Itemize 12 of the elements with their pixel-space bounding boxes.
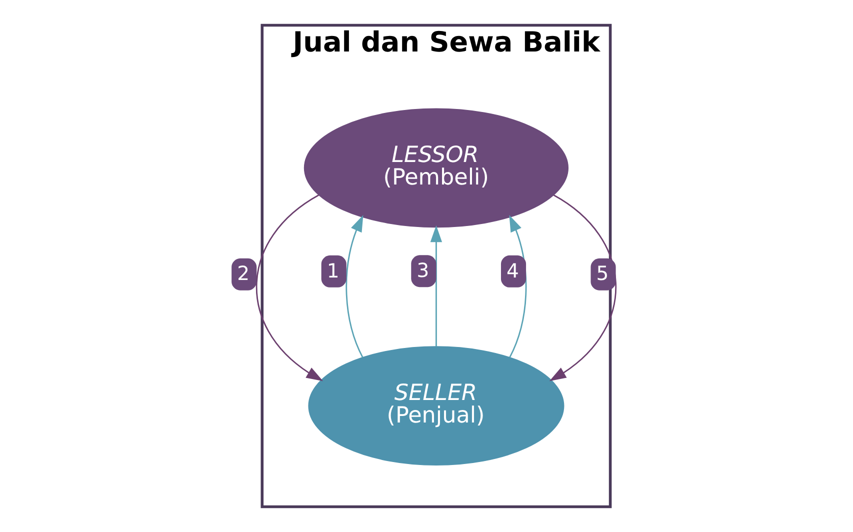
arrow [346,214,364,358]
edge-label: 3 [416,258,430,282]
arrow [549,194,616,382]
edge-label: 5 [596,262,609,286]
arrow [256,194,324,382]
edge-label: 1 [326,259,340,282]
arrow [509,214,527,358]
edge-label: 2 [237,262,250,286]
node-ellipse: LESSOR (Pembeli) [304,108,569,228]
arrow [430,225,442,347]
node-ellipse: SELLER (Penjual) [308,346,564,466]
edge-label: 4 [506,259,519,282]
